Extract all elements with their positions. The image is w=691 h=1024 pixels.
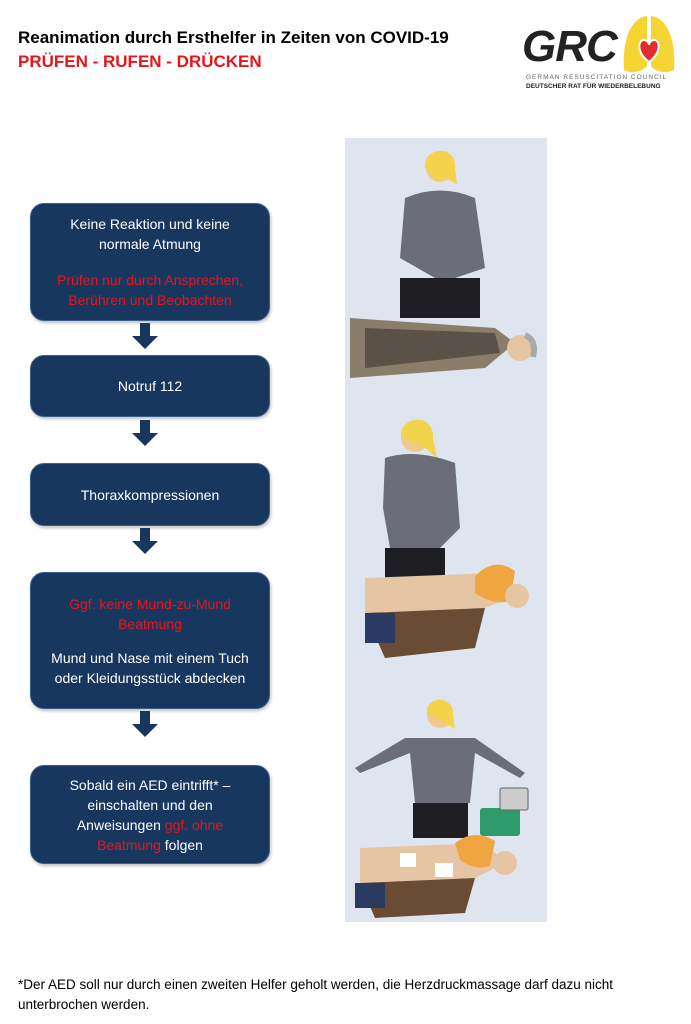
step-note: Prüfen nur durch Ansprechen, Berühren un… — [56, 272, 243, 308]
cpr-illustrations — [350, 150, 537, 918]
step-text: Thoraxkompressionen — [80, 486, 220, 503]
lungs-heart-icon — [623, 16, 675, 73]
arrow-down-icon — [132, 420, 158, 446]
step-text: Sobald ein AED eintrifft* – einschalten … — [69, 776, 231, 833]
step-4-box: Ggf. keine Mund-zu-Mund Beatmung Mund un… — [30, 572, 270, 709]
grc-logo: GRC GERMAN RESUSCITATION COUNCIL DEUTSCH… — [520, 12, 680, 92]
aed-illustration — [355, 699, 529, 918]
arrow-down-icon — [132, 711, 158, 737]
step-note: ggf. ohne Beatmung — [97, 816, 224, 853]
step-text: folgen — [164, 836, 203, 853]
arrow-down-icon — [132, 323, 158, 349]
step-text: Mund und Nase mit einem Tuch oder Kleidu… — [51, 649, 249, 686]
footnote: *Der AED soll nur durch einen zweiten He… — [18, 977, 614, 1012]
step-5-box: Sobald ein AED eintrifft* – einschalten … — [30, 765, 270, 864]
step-2-box: Notruf 112 — [30, 355, 270, 417]
chest-compression-illustration — [365, 419, 529, 658]
page-title: Reanimation durch Ersthelfer in Zeiten v… — [18, 28, 449, 47]
step-3-box: Thoraxkompressionen — [30, 463, 270, 526]
step-note: Ggf. keine Mund-zu-Mund Beatmung — [69, 595, 231, 632]
logo-line-2: DEUTSCHER RAT FÜR WIEDERBELEBUNG — [526, 83, 661, 90]
step-text: Keine Reaktion und keine normale Atmung — [70, 216, 230, 252]
step-1-box: Keine Reaktion und keine normale Atmung … — [30, 203, 270, 321]
step-text: Notruf 112 — [117, 378, 183, 394]
logo-text: GRC — [522, 22, 618, 71]
illustration-panel — [345, 138, 547, 922]
page-subtitle: PRÜFEN - RUFEN - DRÜCKEN — [18, 52, 262, 71]
arrow-down-icon — [132, 528, 158, 554]
logo-line-1: GERMAN RESUSCITATION COUNCIL — [526, 74, 668, 81]
calling-illustration — [350, 150, 537, 378]
